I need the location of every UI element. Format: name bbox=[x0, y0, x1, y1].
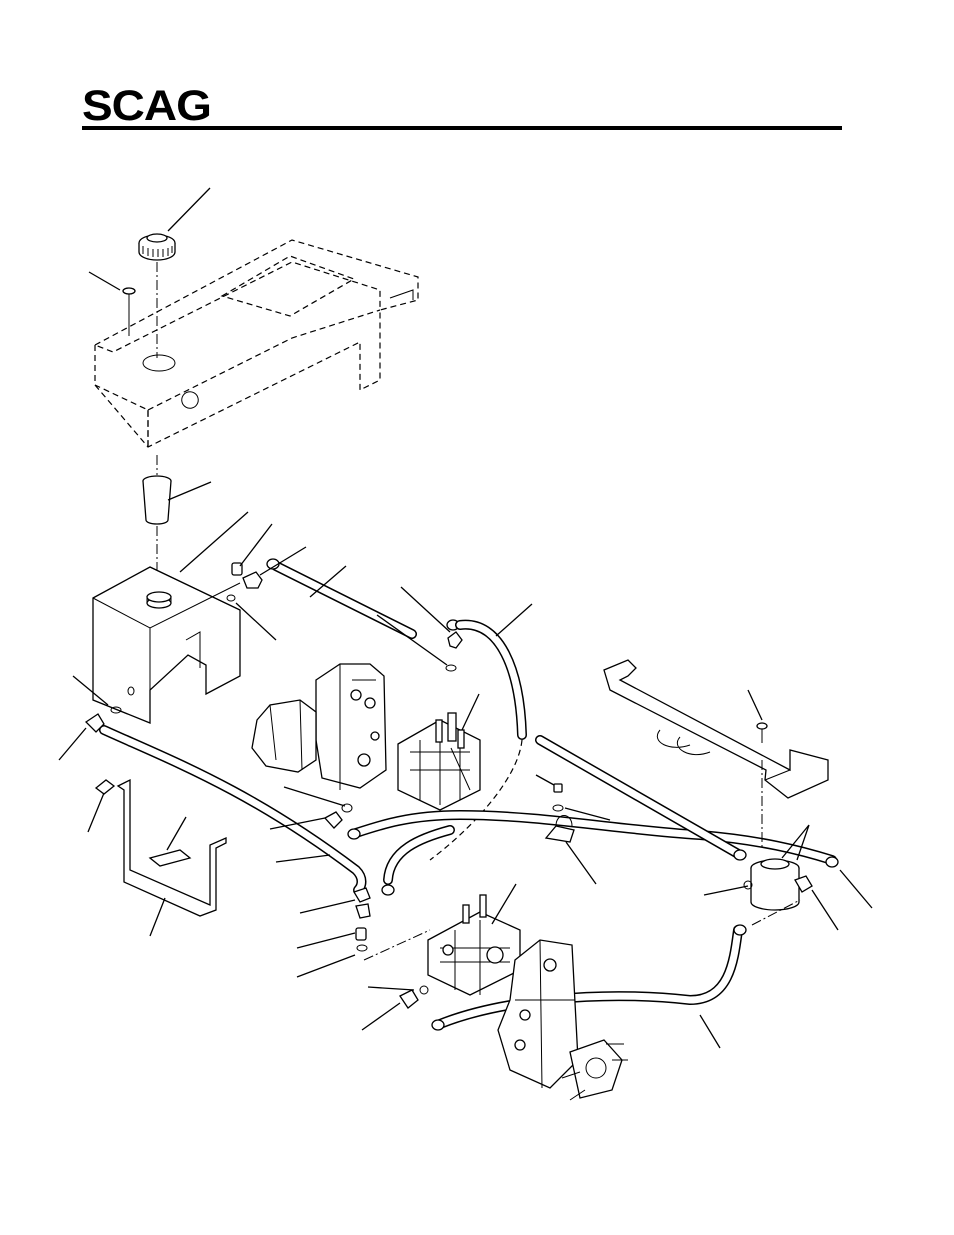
mounting-strap bbox=[96, 780, 226, 916]
straight-hose-upper bbox=[267, 559, 412, 634]
fittings-cluster-top bbox=[227, 563, 262, 601]
lower-fittings-dash bbox=[364, 930, 430, 960]
hydraulic-reservoir bbox=[93, 567, 240, 723]
reservoir-cap bbox=[139, 234, 175, 260]
filter-bracket bbox=[604, 660, 828, 850]
chassis-frame bbox=[95, 240, 418, 447]
hose-clamp bbox=[546, 784, 574, 842]
oil-filter bbox=[744, 859, 812, 925]
